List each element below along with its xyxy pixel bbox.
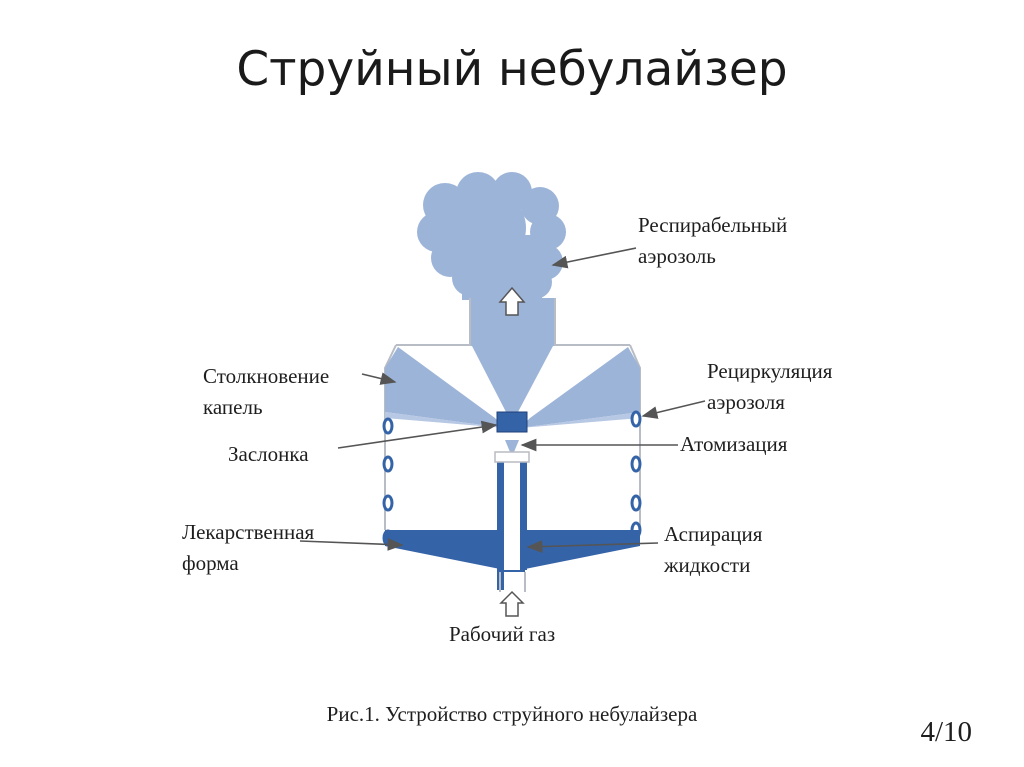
nozzle-tip <box>494 451 530 463</box>
label-drug-form-1: Лекарственная <box>182 520 315 544</box>
label-drug-form-2: форма <box>182 551 239 575</box>
label-baffle: Заслонка <box>228 442 309 466</box>
label-atomization: Атомизация <box>680 432 788 456</box>
label-respirable-aerosol-2: аэрозоль <box>638 244 716 268</box>
spray-fan-right <box>520 347 640 428</box>
gas-channel <box>504 462 520 570</box>
label-droplet-collision-2: капель <box>203 395 263 419</box>
pointer-respirable-aerosol <box>551 247 637 269</box>
label-droplet-collision-1: Столкновение <box>203 364 329 388</box>
label-aerosol-recirculation-2: аэрозоля <box>707 390 785 414</box>
label-respirable-aerosol-1: Респирабельный <box>638 213 787 237</box>
pointer-lines <box>299 247 706 553</box>
nebulizer-outlet-tube <box>396 298 630 346</box>
atomization-jet <box>505 440 519 452</box>
aerosol-spray-cone <box>472 346 553 412</box>
pointer-baffle <box>337 420 498 449</box>
slide-title: Струйный небулайзер <box>236 42 788 97</box>
pointer-liquid-aspiration <box>526 540 659 553</box>
gas-inlet-arrow-icon <box>499 590 525 617</box>
spray-fan-left-center <box>385 412 505 428</box>
baffle <box>496 411 528 433</box>
label-aerosol-recirculation-1: Рециркуляция <box>707 359 833 383</box>
label-liquid-aspiration-2: жидкости <box>663 553 750 577</box>
nebulizer-diagram: Респирабельный аэрозоль Столкновение кап… <box>182 172 833 646</box>
page-number: 4/10 <box>920 716 972 748</box>
gas-inlet-outline <box>499 572 526 592</box>
aerosol-outlet-arrow-icon <box>498 286 526 316</box>
figure-caption: Рис.1. Устройство струйного небулайзера <box>326 702 698 726</box>
label-working-gas: Рабочий газ <box>449 622 555 646</box>
label-liquid-aspiration-1: Аспирация <box>664 522 763 546</box>
pointer-drug-form <box>299 538 404 551</box>
pointer-droplet-collision <box>361 372 397 385</box>
aerosol-cloud <box>417 172 566 300</box>
wall-droplets-right <box>630 410 642 539</box>
pointer-aerosol-recirculation <box>641 400 706 419</box>
spray-fan-right-center <box>520 412 640 428</box>
spray-fan-left <box>385 347 505 428</box>
